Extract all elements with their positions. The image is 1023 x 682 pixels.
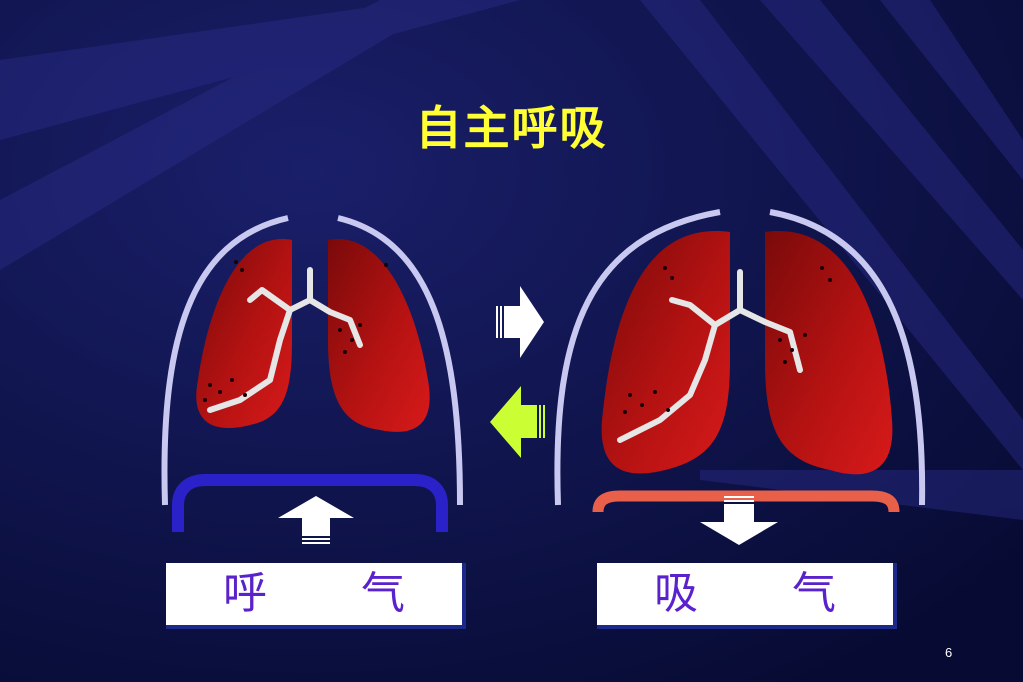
arrow-left-icon (490, 386, 545, 458)
lungs-inhale-icon (554, 209, 926, 506)
arrow-right-icon (496, 286, 544, 358)
lungs-exhale-icon (161, 215, 463, 506)
exhale-label: 呼 气 (223, 568, 445, 619)
inhale-label: 吸 气 (654, 568, 876, 619)
arrow-down-icon (700, 496, 778, 545)
page-number: 6 (945, 645, 953, 660)
diaphragm-exhale (172, 474, 448, 532)
slide-title: 自主呼吸 (415, 101, 608, 155)
arrow-up-icon (278, 496, 354, 544)
exhale-label-box: 呼 气 (166, 563, 466, 629)
inhale-label-box: 吸 气 (597, 563, 897, 629)
